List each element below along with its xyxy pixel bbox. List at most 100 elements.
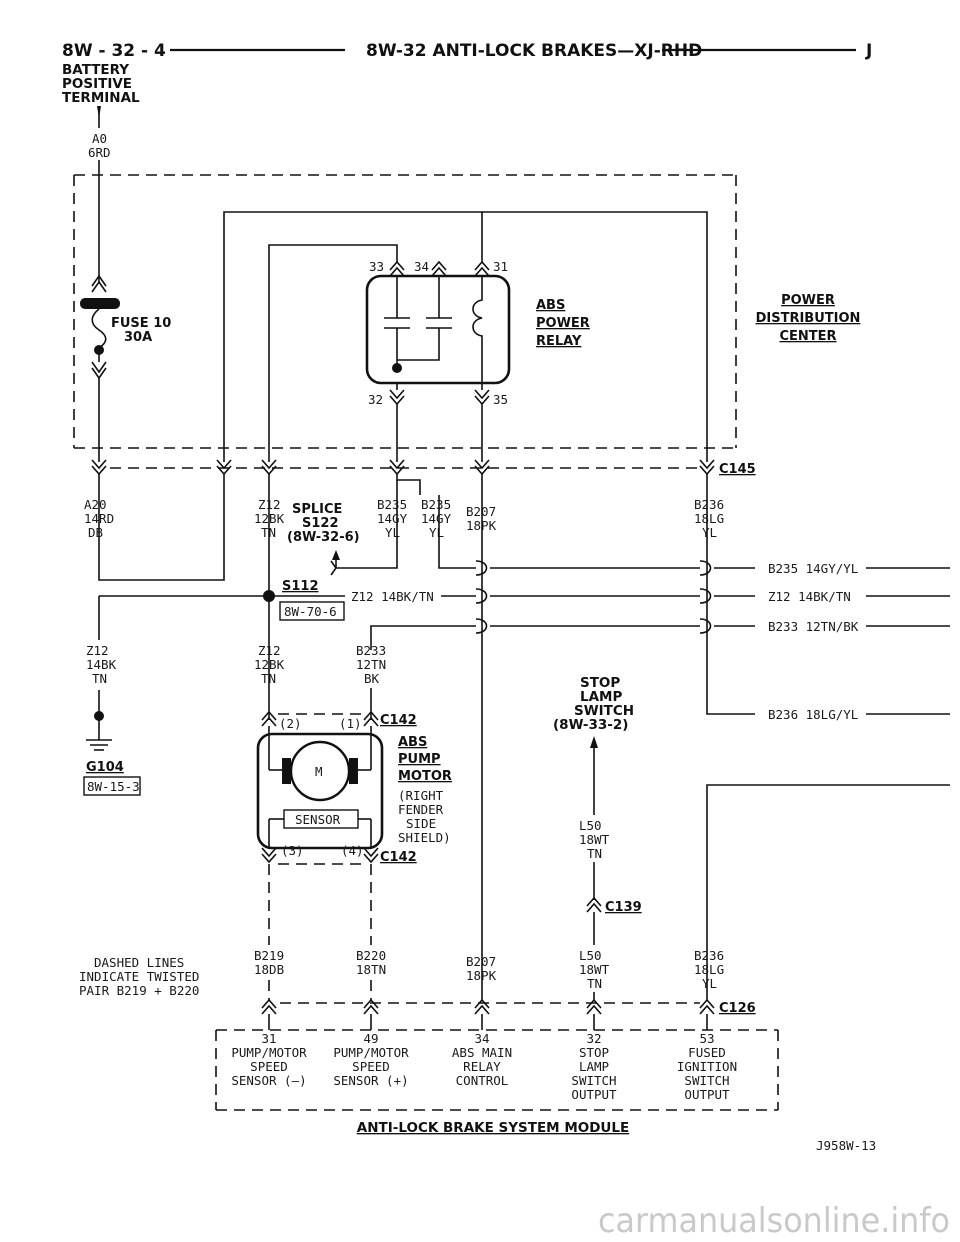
wire-b235b-color: YL <box>429 525 444 540</box>
motor-symbol: M <box>315 764 323 779</box>
wire-a20-color: DB <box>88 525 103 540</box>
splice-arrow <box>332 550 340 560</box>
c142-top-label: C142 <box>380 713 417 728</box>
wire-b235b-gauge: 14GY <box>421 511 452 526</box>
svg-text:IGNITION: IGNITION <box>677 1059 737 1074</box>
s112-ref: 8W-70-6 <box>284 604 337 619</box>
ground-ref-box <box>83 776 141 796</box>
wire-z12a-gauge: 12BK <box>254 511 285 526</box>
wire-z12left-color: TN <box>92 671 107 686</box>
wire-z12-run: Z12 14BK/TN <box>351 589 434 604</box>
ground-ref: 8W-15-3 <box>87 779 140 794</box>
battery-wire: 6RD <box>88 145 111 160</box>
abs-power-relay <box>365 260 511 385</box>
svg-text:SPEED: SPEED <box>250 1059 288 1074</box>
dashed-note-1: DASHED LINES <box>94 955 184 970</box>
module-pin-31: 31 PUMP/MOTOR SPEED SENSOR (—) <box>231 1031 307 1088</box>
splice-label-3: (8W-32-6) <box>287 530 360 545</box>
module-title: ANTI-LOCK BRAKE SYSTEM MODULE <box>357 1120 629 1136</box>
wire-b236top-color: YL <box>702 525 717 540</box>
battery-label-2: POSITIVE <box>62 76 132 92</box>
right-lead-2: Z12 14BK/TN <box>768 589 851 604</box>
wire-l50bot-circuit: L50 <box>579 948 602 963</box>
svg-text:OUTPUT: OUTPUT <box>684 1087 730 1102</box>
wire-b236top-circuit: B236 <box>694 497 724 512</box>
svg-text:FUSED: FUSED <box>688 1045 726 1060</box>
svg-text:STOP: STOP <box>579 1045 609 1060</box>
c139-label: C139 <box>605 900 642 915</box>
pump-pin-1: (1) <box>339 716 362 731</box>
wire-b236bot-gauge: 18LG <box>694 962 724 977</box>
c142-bottom-label: C142 <box>380 850 417 865</box>
wire-b219-gauge: 18DB <box>254 962 284 977</box>
s112-ref-box <box>279 601 345 621</box>
wire-z12a-circuit: Z12 <box>258 497 281 512</box>
wire-z12mid-color: TN <box>261 671 276 686</box>
pump-note-2: FENDER <box>398 802 444 817</box>
pdc-label-2: DISTRIBUTION <box>756 311 861 326</box>
wire-z12left-circuit: Z12 <box>86 643 109 658</box>
stop-label-4: (8W-33-2) <box>553 717 628 733</box>
connector-c142-top <box>261 710 379 727</box>
svg-text:CONTROL: CONTROL <box>456 1073 509 1088</box>
svg-text:34: 34 <box>474 1031 489 1046</box>
pump-note-4: SHIELD) <box>398 830 451 845</box>
pump-label-2: PUMP <box>398 752 441 767</box>
connector-c145 <box>91 459 715 476</box>
wire-l50top-gauge: 18WT <box>579 832 610 847</box>
svg-text:OUTPUT: OUTPUT <box>571 1087 617 1102</box>
svg-text:31: 31 <box>261 1031 276 1046</box>
splice-label-1: SPLICE <box>292 502 342 517</box>
wire-b207bot-gauge: 18PK <box>466 968 497 983</box>
module-pin-34: 34 ABS MAIN RELAY CONTROL <box>452 1031 512 1088</box>
c126-label: C126 <box>719 1001 756 1016</box>
sensor-label: SENSOR <box>295 812 341 827</box>
pump-label-3: MOTOR <box>398 769 452 784</box>
wire-b219-circuit: B219 <box>254 948 284 963</box>
wire-z12a-color: TN <box>261 525 276 540</box>
wire-b235a-color: YL <box>385 525 400 540</box>
pdc-boundary <box>73 174 737 449</box>
wire-z12mid-circuit: Z12 <box>258 643 281 658</box>
wire-a20-gauge: 14RD <box>84 511 114 526</box>
stop-label-2: LAMP <box>580 689 622 705</box>
relay-pin-33: 33 <box>369 259 384 274</box>
wire-b235b-circuit: B235 <box>421 497 451 512</box>
svg-text:49: 49 <box>363 1031 378 1046</box>
right-lead-1: B235 14GY/YL <box>768 561 858 576</box>
model-code: J <box>865 41 872 61</box>
svg-text:ABS MAIN: ABS MAIN <box>452 1045 512 1060</box>
wire-b207bot-circuit: B207 <box>466 954 496 969</box>
stop-arrow <box>590 736 598 748</box>
dashed-note-3: PAIR B219 + B220 <box>79 983 199 998</box>
module-pin-49: 49 PUMP/MOTOR SPEED SENSOR (+) <box>333 1031 409 1088</box>
svg-text:LAMP: LAMP <box>579 1059 609 1074</box>
s112-splice <box>263 590 275 602</box>
right-lead-3: B233 12TN/BK <box>768 619 859 634</box>
module-pin-32: 32 STOP LAMP SWITCH OUTPUT <box>571 1031 617 1102</box>
relay-pin-35: 35 <box>493 392 508 407</box>
c145-label: C145 <box>719 462 756 477</box>
relay-label-1: ABS <box>536 298 565 313</box>
stop-label-3: SWITCH <box>574 703 634 719</box>
pump-pin-3: (3) <box>281 843 304 858</box>
ground-label: G104 <box>86 760 124 775</box>
wire-b220-circuit: B220 <box>356 948 386 963</box>
battery-label-1: BATTERY <box>62 62 129 78</box>
connector-c142-bottom <box>261 847 379 865</box>
stop-label-1: STOP <box>580 675 620 691</box>
svg-text:SWITCH: SWITCH <box>684 1073 729 1088</box>
svg-text:PUMP/MOTOR: PUMP/MOTOR <box>231 1045 307 1060</box>
page-ref: 8W - 32 - 4 <box>62 41 166 61</box>
pdc-label-3: CENTER <box>779 329 836 344</box>
wire-l50bot-gauge: 18WT <box>579 962 610 977</box>
relay-pin-34: 34 <box>414 259 429 274</box>
svg-text:53: 53 <box>699 1031 714 1046</box>
pdc-label-1: POWER <box>781 293 835 308</box>
svg-text:SWITCH: SWITCH <box>571 1073 616 1088</box>
wire-l50bot-color: TN <box>587 976 602 991</box>
right-lead-4: B236 18LG/YL <box>768 707 858 722</box>
wire-b236top-gauge: 18LG <box>694 511 724 526</box>
s112-label: S112 <box>282 579 319 594</box>
